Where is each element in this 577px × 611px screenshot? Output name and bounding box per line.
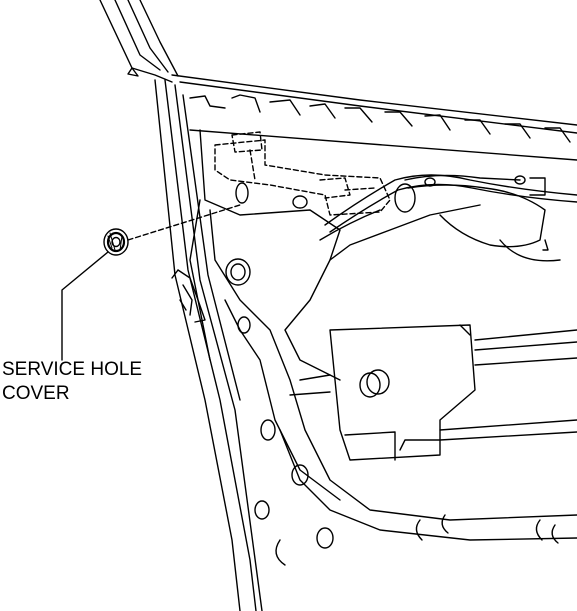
dashed-lock-parts <box>214 131 391 216</box>
door-frame <box>99 0 577 611</box>
hinge-bracket <box>171 269 206 323</box>
install-path-dashed <box>127 204 241 241</box>
service-hole-cover-label: SERVICE HOLE COVER <box>2 358 142 406</box>
callout-leader <box>61 251 109 361</box>
top-rail <box>189 94 577 161</box>
panel-holes <box>225 182 559 566</box>
regulator-assembly <box>289 324 577 461</box>
callout-line-2: COVER <box>2 383 70 404</box>
callout-line-1: SERVICE HOLE <box>2 359 143 380</box>
cables <box>319 174 577 262</box>
service-hole-cover-part <box>103 228 129 256</box>
